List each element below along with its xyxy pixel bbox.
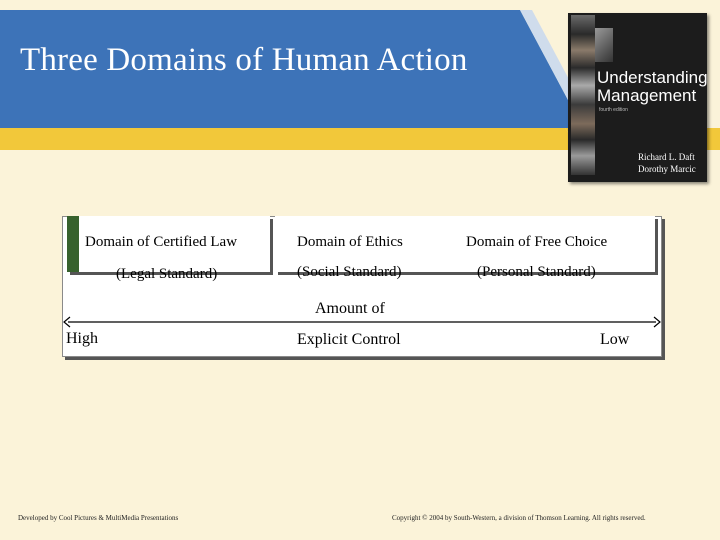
title-banner: [0, 10, 720, 150]
footer-credit: Developed by Cool Pictures & MultiMedia …: [18, 514, 179, 522]
domain-box-ethics: [275, 216, 455, 272]
axis-label-high: High: [66, 330, 98, 347]
book-author-1: Richard L. Daft: [638, 152, 695, 162]
footer-copyright: Copyright © 2004 by South-Western, a div…: [392, 514, 646, 522]
book-cover-photos: [571, 15, 595, 175]
book-author-2: Dorothy Marcic: [638, 164, 696, 174]
domain-standard-social: (Social Standard): [297, 264, 402, 280]
domain-name-ethics: Domain of Ethics: [297, 234, 403, 250]
domain-box-certified-law: [67, 216, 270, 272]
domain-standard-personal: (Personal Standard): [477, 264, 596, 280]
domain-name-free-choice: Domain of Free Choice: [466, 234, 608, 250]
book-title-line2: Management: [597, 86, 697, 105]
axis-label-line2: Explicit Control: [297, 331, 401, 348]
book-cover-image: Understanding Management fourth edition …: [568, 13, 707, 182]
book-cover-photo: [595, 28, 613, 62]
domain-box-free-choice: [445, 216, 655, 272]
domain-standard-legal: (Legal Standard): [116, 266, 218, 282]
axis-label-line1: Amount of: [315, 300, 385, 317]
domain-name-certified-law: Domain of Certified Law: [85, 234, 238, 250]
control-axis-arrow: [63, 316, 661, 328]
book-title-line1: Understanding: [597, 68, 707, 87]
slide-title: Three Domains of Human Action: [20, 42, 468, 78]
axis-label-low: Low: [600, 331, 630, 348]
book-edition: fourth edition: [599, 107, 628, 113]
